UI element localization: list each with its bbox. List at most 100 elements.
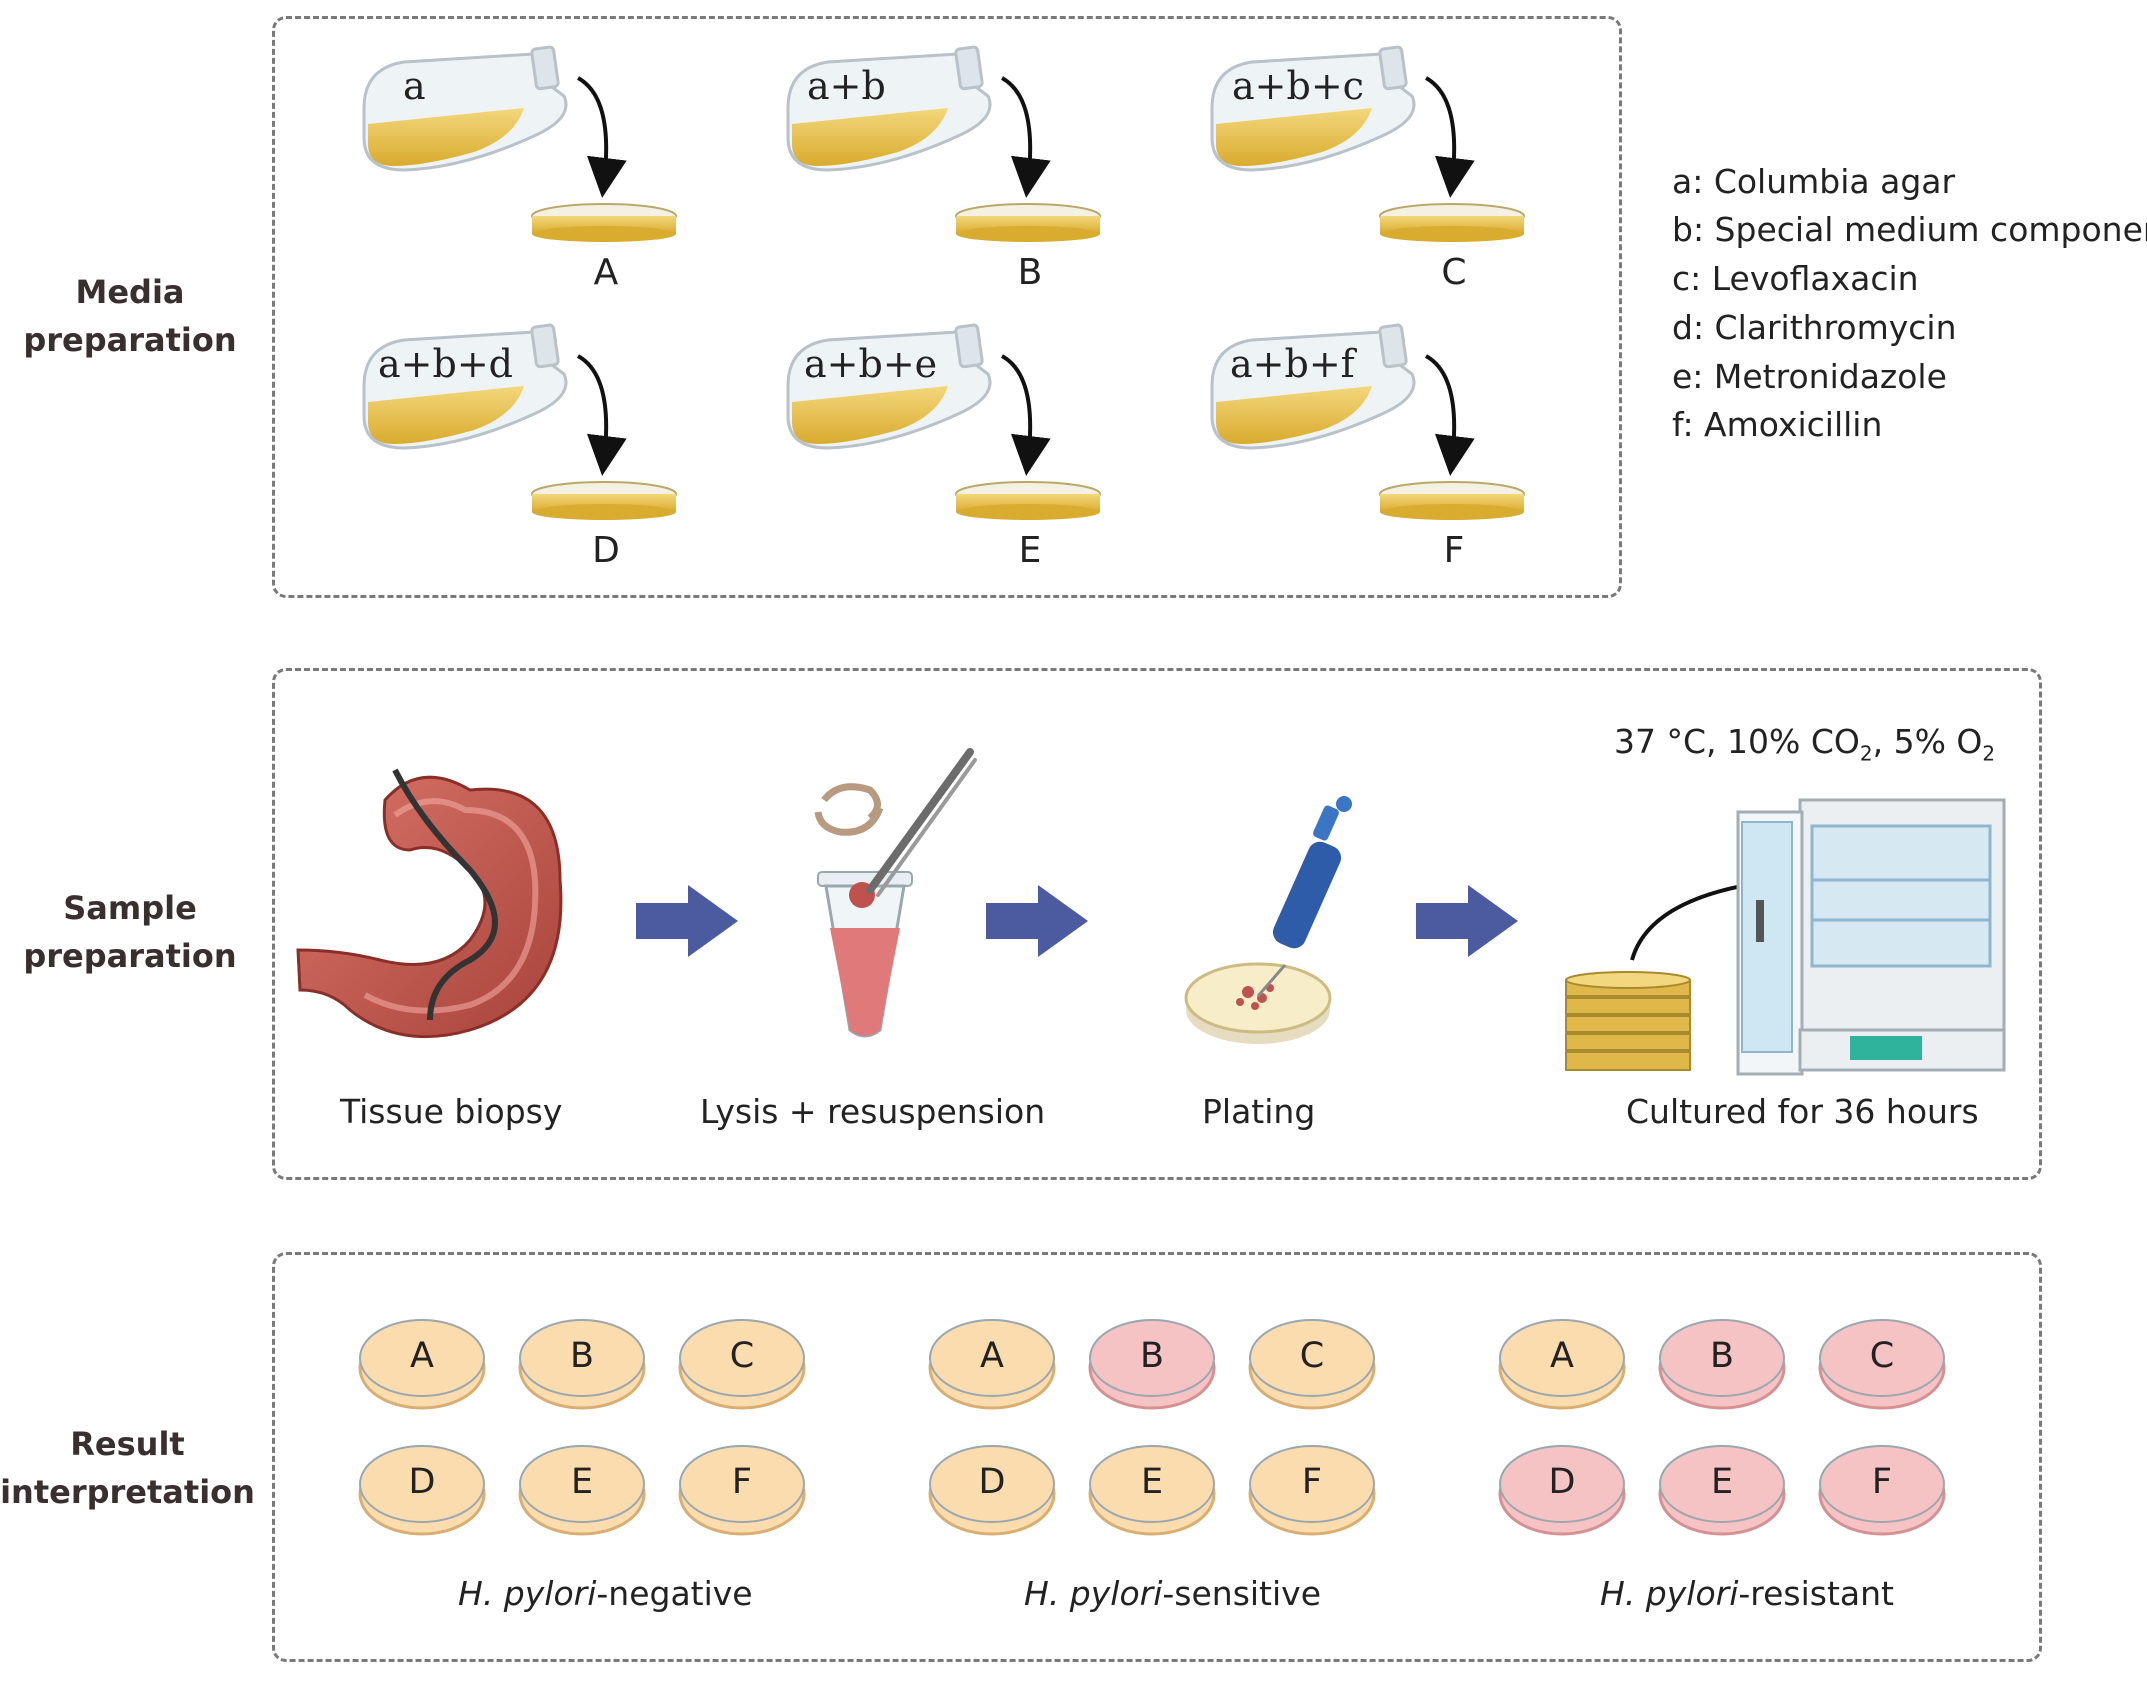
result-dish-lid [1089, 1445, 1215, 1523]
culture-conditions: 37 °C, 10% CO2, 5% O2 [1614, 722, 1995, 766]
result-dish-lid [929, 1445, 1055, 1523]
result-dish-letter: E [570, 1462, 594, 1502]
result-dish-letter: B [1709, 1336, 1734, 1376]
plate-letter: B [1017, 252, 1043, 293]
outcome-text: -negative [596, 1574, 753, 1613]
result-dish-lid [359, 1445, 485, 1523]
result-dish-letter: D [1548, 1462, 1576, 1502]
flask-label: a+b+e [804, 342, 938, 386]
flask-label: a+b+c [1232, 64, 1364, 108]
culture-temp: 37 °C, 10% CO [1614, 722, 1860, 761]
sample-preparation-box [272, 668, 2042, 1180]
result-dish-lid [1249, 1319, 1375, 1397]
result-dish-letter: F [731, 1462, 753, 1502]
flask-icon [362, 45, 568, 172]
section-label-line: Sample [63, 889, 197, 927]
petri-plate-icon [1379, 203, 1525, 242]
result-dish-lid [1499, 1445, 1625, 1523]
flask-label: a+b+d [378, 342, 513, 386]
result-dish-letter: A [980, 1336, 1004, 1376]
result-dish-letter: A [410, 1336, 434, 1376]
petri-plate-icon [531, 481, 677, 520]
legend-item: f: Amoxicillin [1672, 405, 1883, 444]
result-label-negative: H. pylori-negative [458, 1574, 753, 1613]
flask-label: a [403, 64, 426, 108]
result-dish-lid [1659, 1319, 1785, 1397]
legend-item: d: Clarithromycin [1672, 308, 1957, 347]
result-dish-lid [1659, 1445, 1785, 1523]
result-dish-lid [359, 1319, 485, 1397]
result-dish-letter: A [1550, 1336, 1574, 1376]
flask-icon [786, 45, 992, 172]
media-step-2 [786, 45, 1101, 242]
stomach-icon [296, 768, 563, 1039]
result-dish-lid [929, 1319, 1055, 1397]
pour-arrow [1000, 76, 1051, 198]
legend-item: e: Metronidazole [1672, 357, 1947, 396]
flask-label: a+b+f [1230, 342, 1355, 386]
result-dish-letter: E [1140, 1462, 1164, 1502]
result-dish-lid [1089, 1319, 1215, 1397]
plating-dish-icon [1184, 962, 1332, 1044]
species-name: H. pylori [1600, 1574, 1739, 1613]
plate-letter: D [592, 530, 620, 571]
media-step-3 [1210, 45, 1525, 242]
co2-subscript: 2 [1859, 741, 1873, 766]
arrow-right-icon [986, 885, 1088, 957]
result-dish-letter: B [569, 1336, 594, 1376]
result-dish-lid [679, 1319, 805, 1397]
flask-label: a+b [807, 64, 886, 108]
pour-arrow [576, 354, 627, 476]
result-dish-letter: D [978, 1462, 1006, 1502]
result-dish-letter: F [1871, 1462, 1893, 1502]
petri-plate-icon [1379, 481, 1525, 520]
legend-item: c: Levoflaxacin [1672, 259, 1919, 298]
incubator-icon [1736, 798, 2006, 1076]
section-label-line: Media [75, 273, 185, 311]
result-dish-letter: F [1301, 1462, 1323, 1502]
result-dish-lid [519, 1319, 645, 1397]
result-interpretation-box [272, 1252, 2042, 1662]
step-label-culture: Cultured for 36 hours [1626, 1092, 1979, 1131]
section-label-line: preparation [23, 937, 237, 975]
pour-arrow [576, 76, 627, 198]
plate-stack-icon [1565, 971, 1691, 1071]
step-label-plating: Plating [1202, 1092, 1316, 1131]
culture-o2: , 5% O [1872, 722, 1983, 761]
result-dishes [358, 1319, 1946, 1536]
plate-letter: F [1443, 530, 1465, 571]
result-dish-letter: C [1299, 1336, 1325, 1376]
pour-arrow [1000, 354, 1051, 476]
section-label-line: interpretation [0, 1473, 255, 1511]
endoscope-icon [392, 768, 498, 1021]
section-label-result: Result interpretation [0, 1420, 255, 1516]
result-dish-lid [1249, 1445, 1375, 1523]
result-label-sensitive: H. pylori-sensitive [1024, 1574, 1321, 1613]
legend-item: b: Special medium components [1672, 210, 2147, 249]
pipette-icon [1256, 796, 1352, 997]
o2-subscript: 2 [1982, 741, 1996, 766]
result-dish-lid [679, 1445, 805, 1523]
petri-plate-icon [955, 481, 1101, 520]
flask-icon [1210, 45, 1416, 172]
result-dish-letter: D [408, 1462, 436, 1502]
section-label-media: Media preparation [10, 268, 250, 364]
result-dish-lid [1819, 1445, 1945, 1523]
plate-letter: E [1018, 530, 1042, 571]
petri-plate-icon [955, 203, 1101, 242]
plate-letter: C [1441, 252, 1467, 293]
lysis-tube-icon [814, 748, 977, 1038]
result-label-resistant: H. pylori-resistant [1600, 1574, 1894, 1613]
pour-arrow [1424, 76, 1475, 198]
section-label-line: preparation [23, 321, 237, 359]
result-dish-lid [1499, 1319, 1625, 1397]
result-dish-letter: B [1139, 1336, 1164, 1376]
petri-plate-icon [531, 203, 677, 242]
section-label-line: Result [70, 1425, 185, 1463]
flask-icon [362, 323, 568, 450]
step-label-lysis: Lysis + resuspension [700, 1092, 1046, 1131]
flask-icon [1210, 323, 1416, 450]
media-step-1 [362, 45, 677, 242]
species-name: H. pylori [1024, 1574, 1163, 1613]
